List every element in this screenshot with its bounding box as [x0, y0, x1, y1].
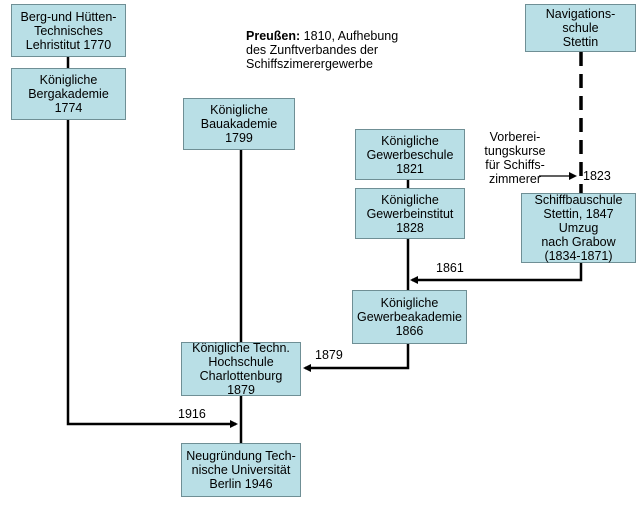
box-neugruendung: Neugründung Tech- nische Universität Ber… [181, 443, 301, 497]
box-berg-huetten: Berg-und Hütten- Technisches Lehristitut… [11, 4, 126, 57]
note-preussen-text: 1810, Aufhebung des Zunftverbandes der S… [246, 29, 399, 71]
box-gewerbeakademie: Königliche Gewerbeakademie 1866 [352, 290, 467, 344]
note-vorbereitung: Vorberei- tungskurse für Schiffs- zimmer… [484, 130, 546, 186]
box-gewerbeschule: Königliche Gewerbeschule 1821 [355, 129, 465, 180]
year-1823: 1823 [583, 169, 611, 183]
year-1916: 1916 [178, 407, 206, 421]
note-preussen: Preußen: 1810, Aufhebung des Zunftverban… [246, 15, 446, 71]
line-schiffbau-to-akademie [410, 262, 583, 284]
line-akademie-to-th [303, 344, 410, 372]
box-bauakademie: Königliche Bauakademie 1799 [183, 98, 295, 150]
year-1861: 1861 [436, 261, 464, 275]
year-1879: 1879 [315, 348, 343, 362]
box-navigationsschule: Navigations- schule Stettin [525, 4, 636, 52]
box-bergakademie: Königliche Bergakademie 1774 [11, 68, 126, 120]
line-bergakademie-to-tu [66, 120, 238, 428]
box-gewerbeinstitut: Königliche Gewerbeinstitut 1828 [355, 188, 465, 239]
box-techn-hochschule: Königliche Techn. Hochschule Charlottenb… [181, 341, 301, 397]
note-preussen-bold: Preußen: [246, 29, 301, 43]
box-schiffbauschule: Schiffbauschule Stettin, 1847 Umzug nach… [521, 193, 636, 263]
